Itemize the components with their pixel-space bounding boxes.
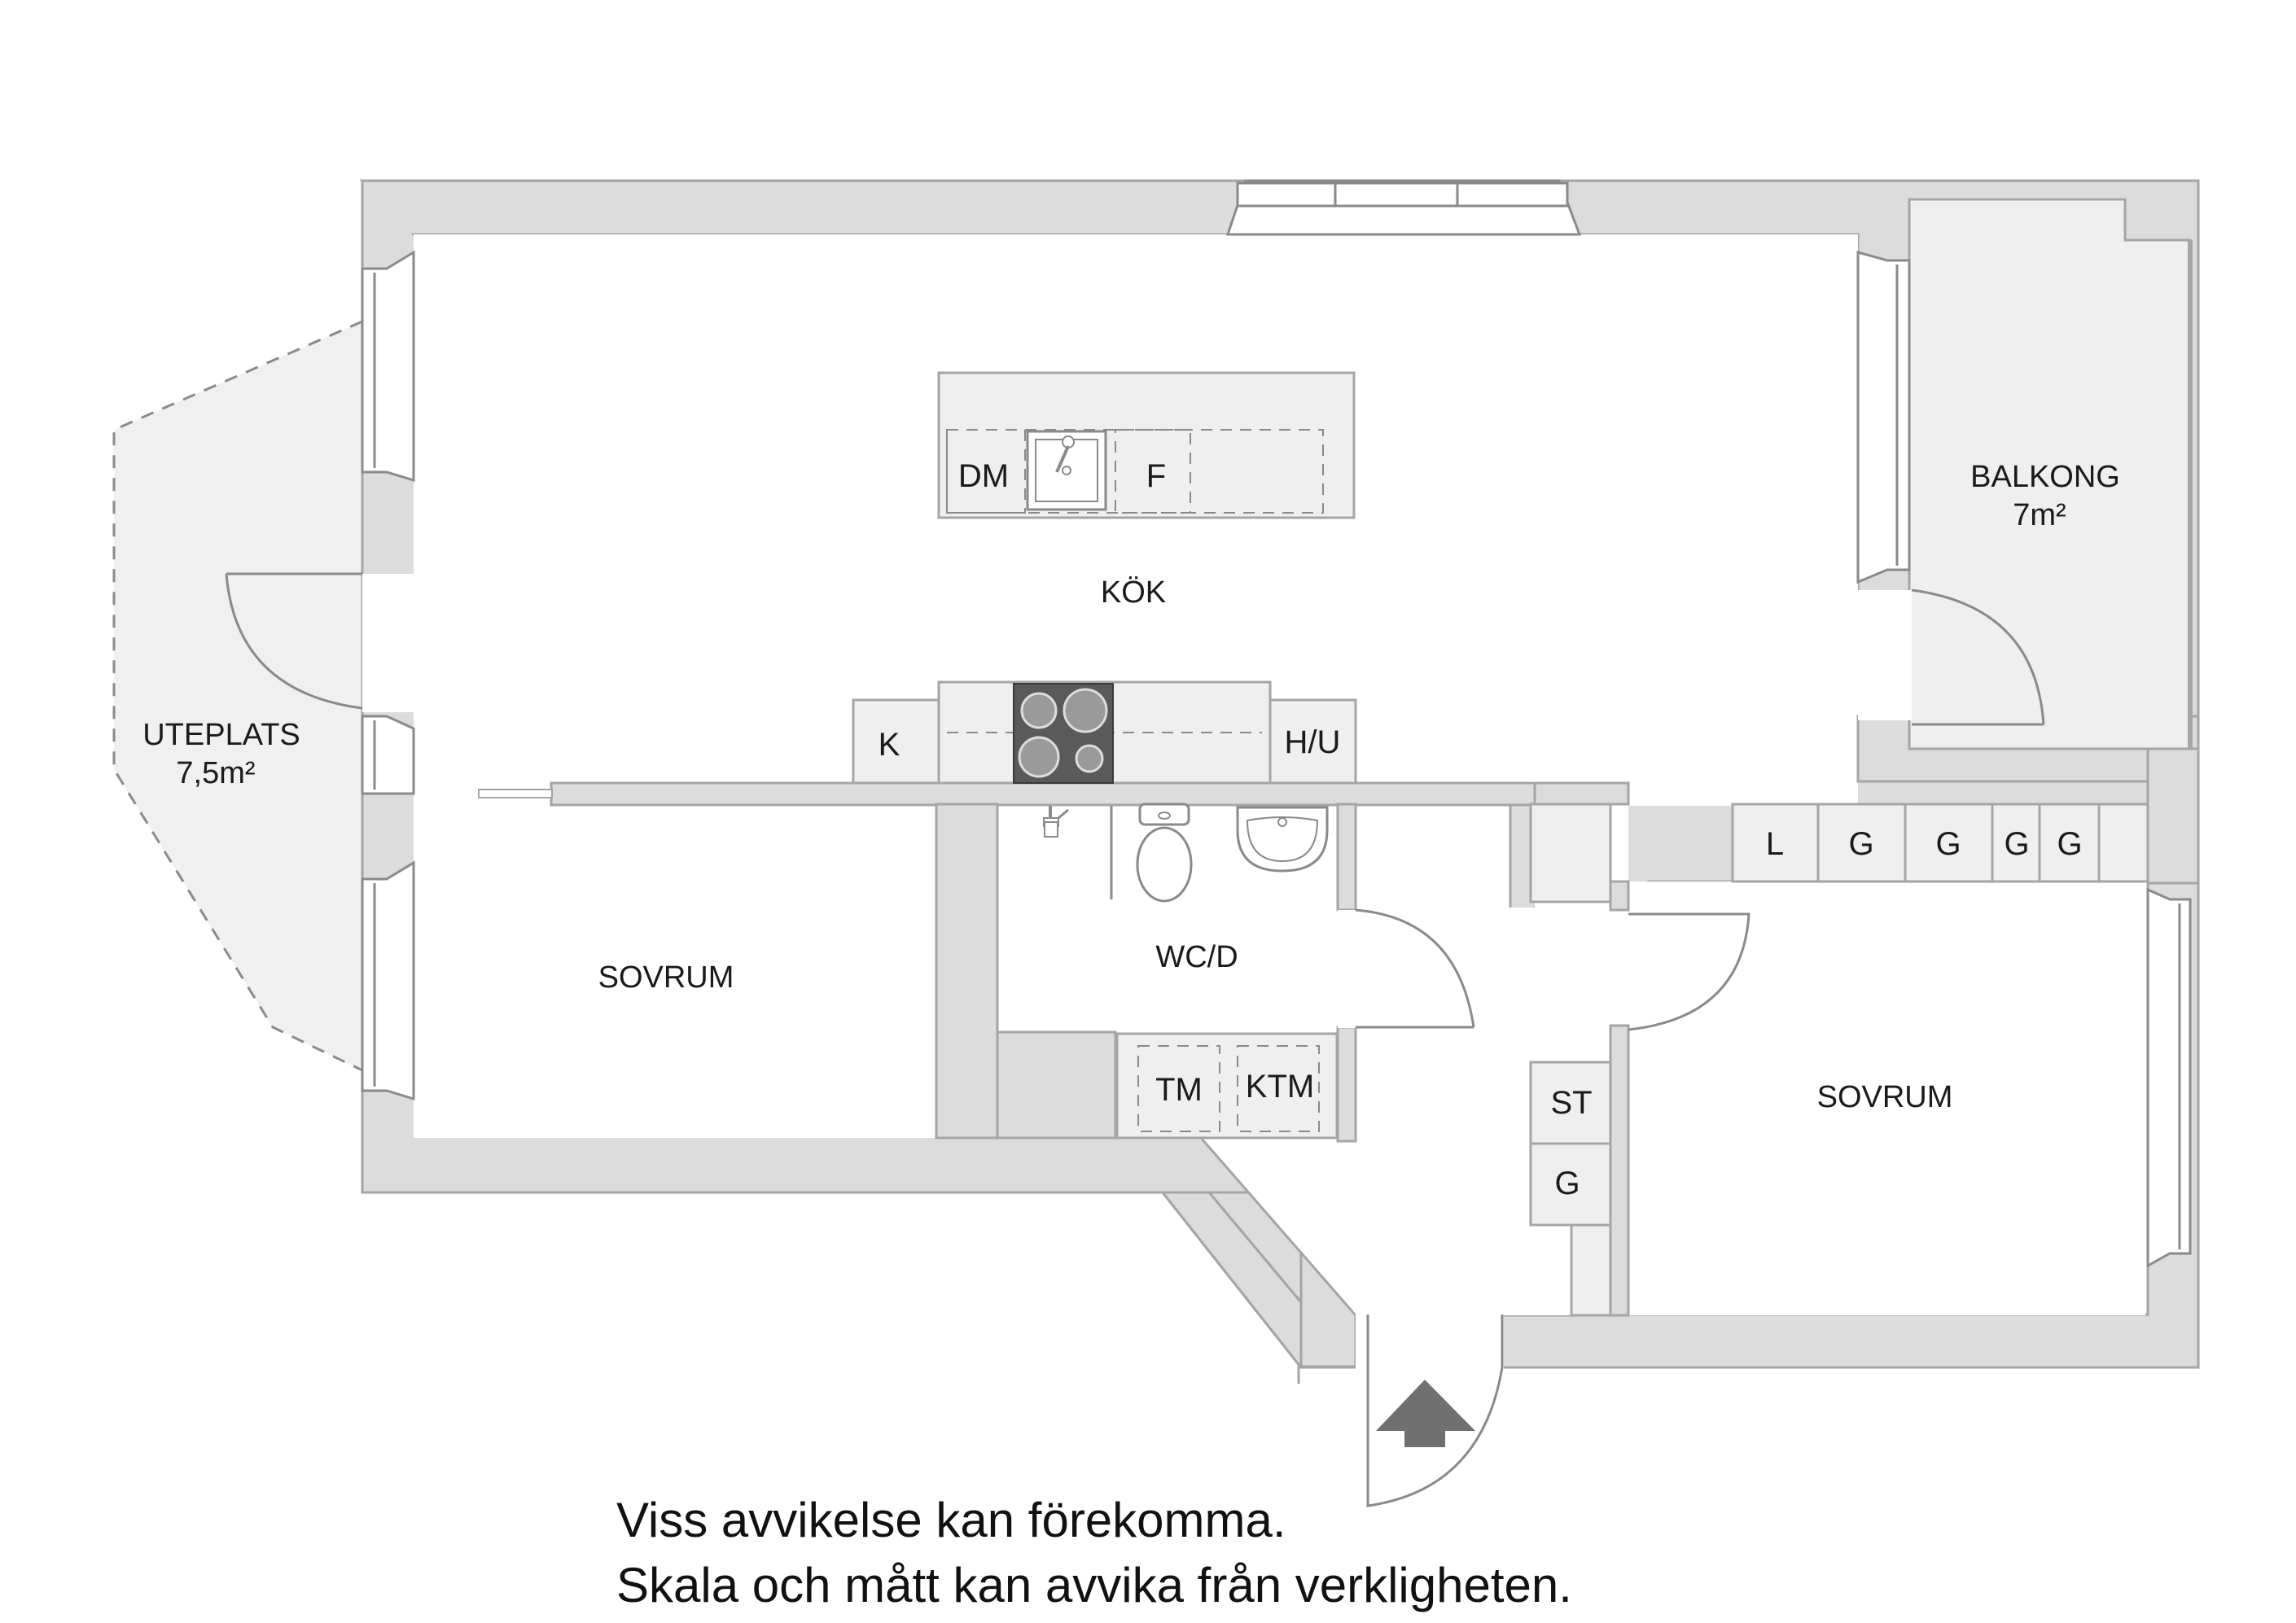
wall-right-block — [2146, 747, 2200, 885]
balkong-label: BALKONG — [1970, 460, 2120, 494]
wall-hall-right-upper — [1609, 880, 1630, 912]
wall-bath-bottom — [996, 1030, 1117, 1140]
counter-hu — [1268, 698, 1357, 785]
balkong-area-label: 7m² — [2013, 498, 2066, 532]
wc-label: WC/D — [1155, 940, 1238, 974]
uteplats-door-opening — [362, 574, 414, 712]
toilet-icon — [1136, 803, 1193, 903]
window-left-1 — [361, 250, 415, 483]
wall-bedroom-bath — [935, 803, 999, 1140]
window-right-2 — [2146, 887, 2192, 1268]
ktm-box — [1237, 1045, 1320, 1132]
counter-k — [852, 698, 940, 785]
sink-icon — [1026, 430, 1107, 511]
hob-icon — [1013, 683, 1114, 784]
wall-hall-top — [1533, 781, 1630, 806]
bedroom-door-swing — [1628, 912, 1750, 1031]
sovrum-left-label: SOVRUM — [598, 960, 734, 995]
uteplats-label: UTEPLATS — [142, 718, 300, 752]
bath-door-opening — [1338, 910, 1356, 1028]
k-label: K — [879, 727, 900, 763]
window-left-3 — [361, 860, 415, 1101]
ktm-label: KTM — [1246, 1069, 1314, 1105]
wall-kitchen-bedroom — [550, 781, 1557, 807]
uteplats-area — [112, 319, 364, 1073]
st-label: ST — [1550, 1085, 1592, 1121]
tm-label: TM — [1155, 1072, 1203, 1108]
washbasin-icon — [1236, 806, 1329, 873]
hu-label: H/U — [1285, 724, 1341, 760]
balkong-door-swing — [1911, 588, 2045, 725]
laundry-closet — [1115, 1032, 1339, 1140]
bedroom-left-floor — [414, 804, 939, 1138]
kok-label: KÖK — [1101, 575, 1166, 610]
windows — [361, 179, 2192, 1268]
bedroom-right-floor — [1628, 881, 2145, 1315]
wardrobe-g1-label: G — [1848, 826, 1873, 862]
wall-bath-right — [1336, 803, 1357, 912]
entrance-arrow-icon — [1376, 1380, 1475, 1447]
g-hall-label: G — [1554, 1166, 1580, 1201]
uteplats-area-label: 7,5m² — [176, 756, 255, 790]
dm-label: DM — [958, 458, 1009, 494]
wardrobe-g2-label: G — [1935, 826, 1961, 862]
window-top-frame — [1236, 182, 1569, 208]
uteplats-door-swing — [225, 573, 363, 710]
f-label: F — [1146, 458, 1166, 494]
wardrobe-l-label: L — [1766, 826, 1784, 862]
wardrobe-g3-label: G — [2004, 826, 2029, 862]
dishwasher-box — [946, 429, 1026, 514]
disclaimer-line-1: Viss avvikelse kan förekomma. — [616, 1493, 1286, 1547]
wall-bath-right-lower — [1336, 1026, 1357, 1143]
wardrobe-row — [1731, 803, 2149, 883]
sovrum-right-label: SOVRUM — [1817, 1080, 1953, 1114]
kitchen-island — [937, 371, 1356, 519]
bath-door-swing — [1355, 908, 1475, 1028]
window-right-1 — [1856, 251, 1911, 584]
island-dashed — [946, 429, 1324, 514]
shower-icon — [1043, 806, 1069, 838]
hall-cabinet-low — [1570, 1223, 1612, 1317]
wall-sliding-door — [478, 789, 553, 798]
balkong-door-opening — [1858, 590, 1912, 720]
wardrobe-g4-label: G — [2057, 826, 2082, 862]
disclaimer-line-2: Skala och mått kan avvika från verklighe… — [616, 1558, 1572, 1612]
fridge-box — [1115, 429, 1191, 514]
hall-cabinet-top — [1529, 803, 1612, 903]
tm-box — [1137, 1045, 1220, 1132]
wall-hall-bedroom — [1609, 1024, 1630, 1317]
window-left-2 — [361, 715, 415, 795]
